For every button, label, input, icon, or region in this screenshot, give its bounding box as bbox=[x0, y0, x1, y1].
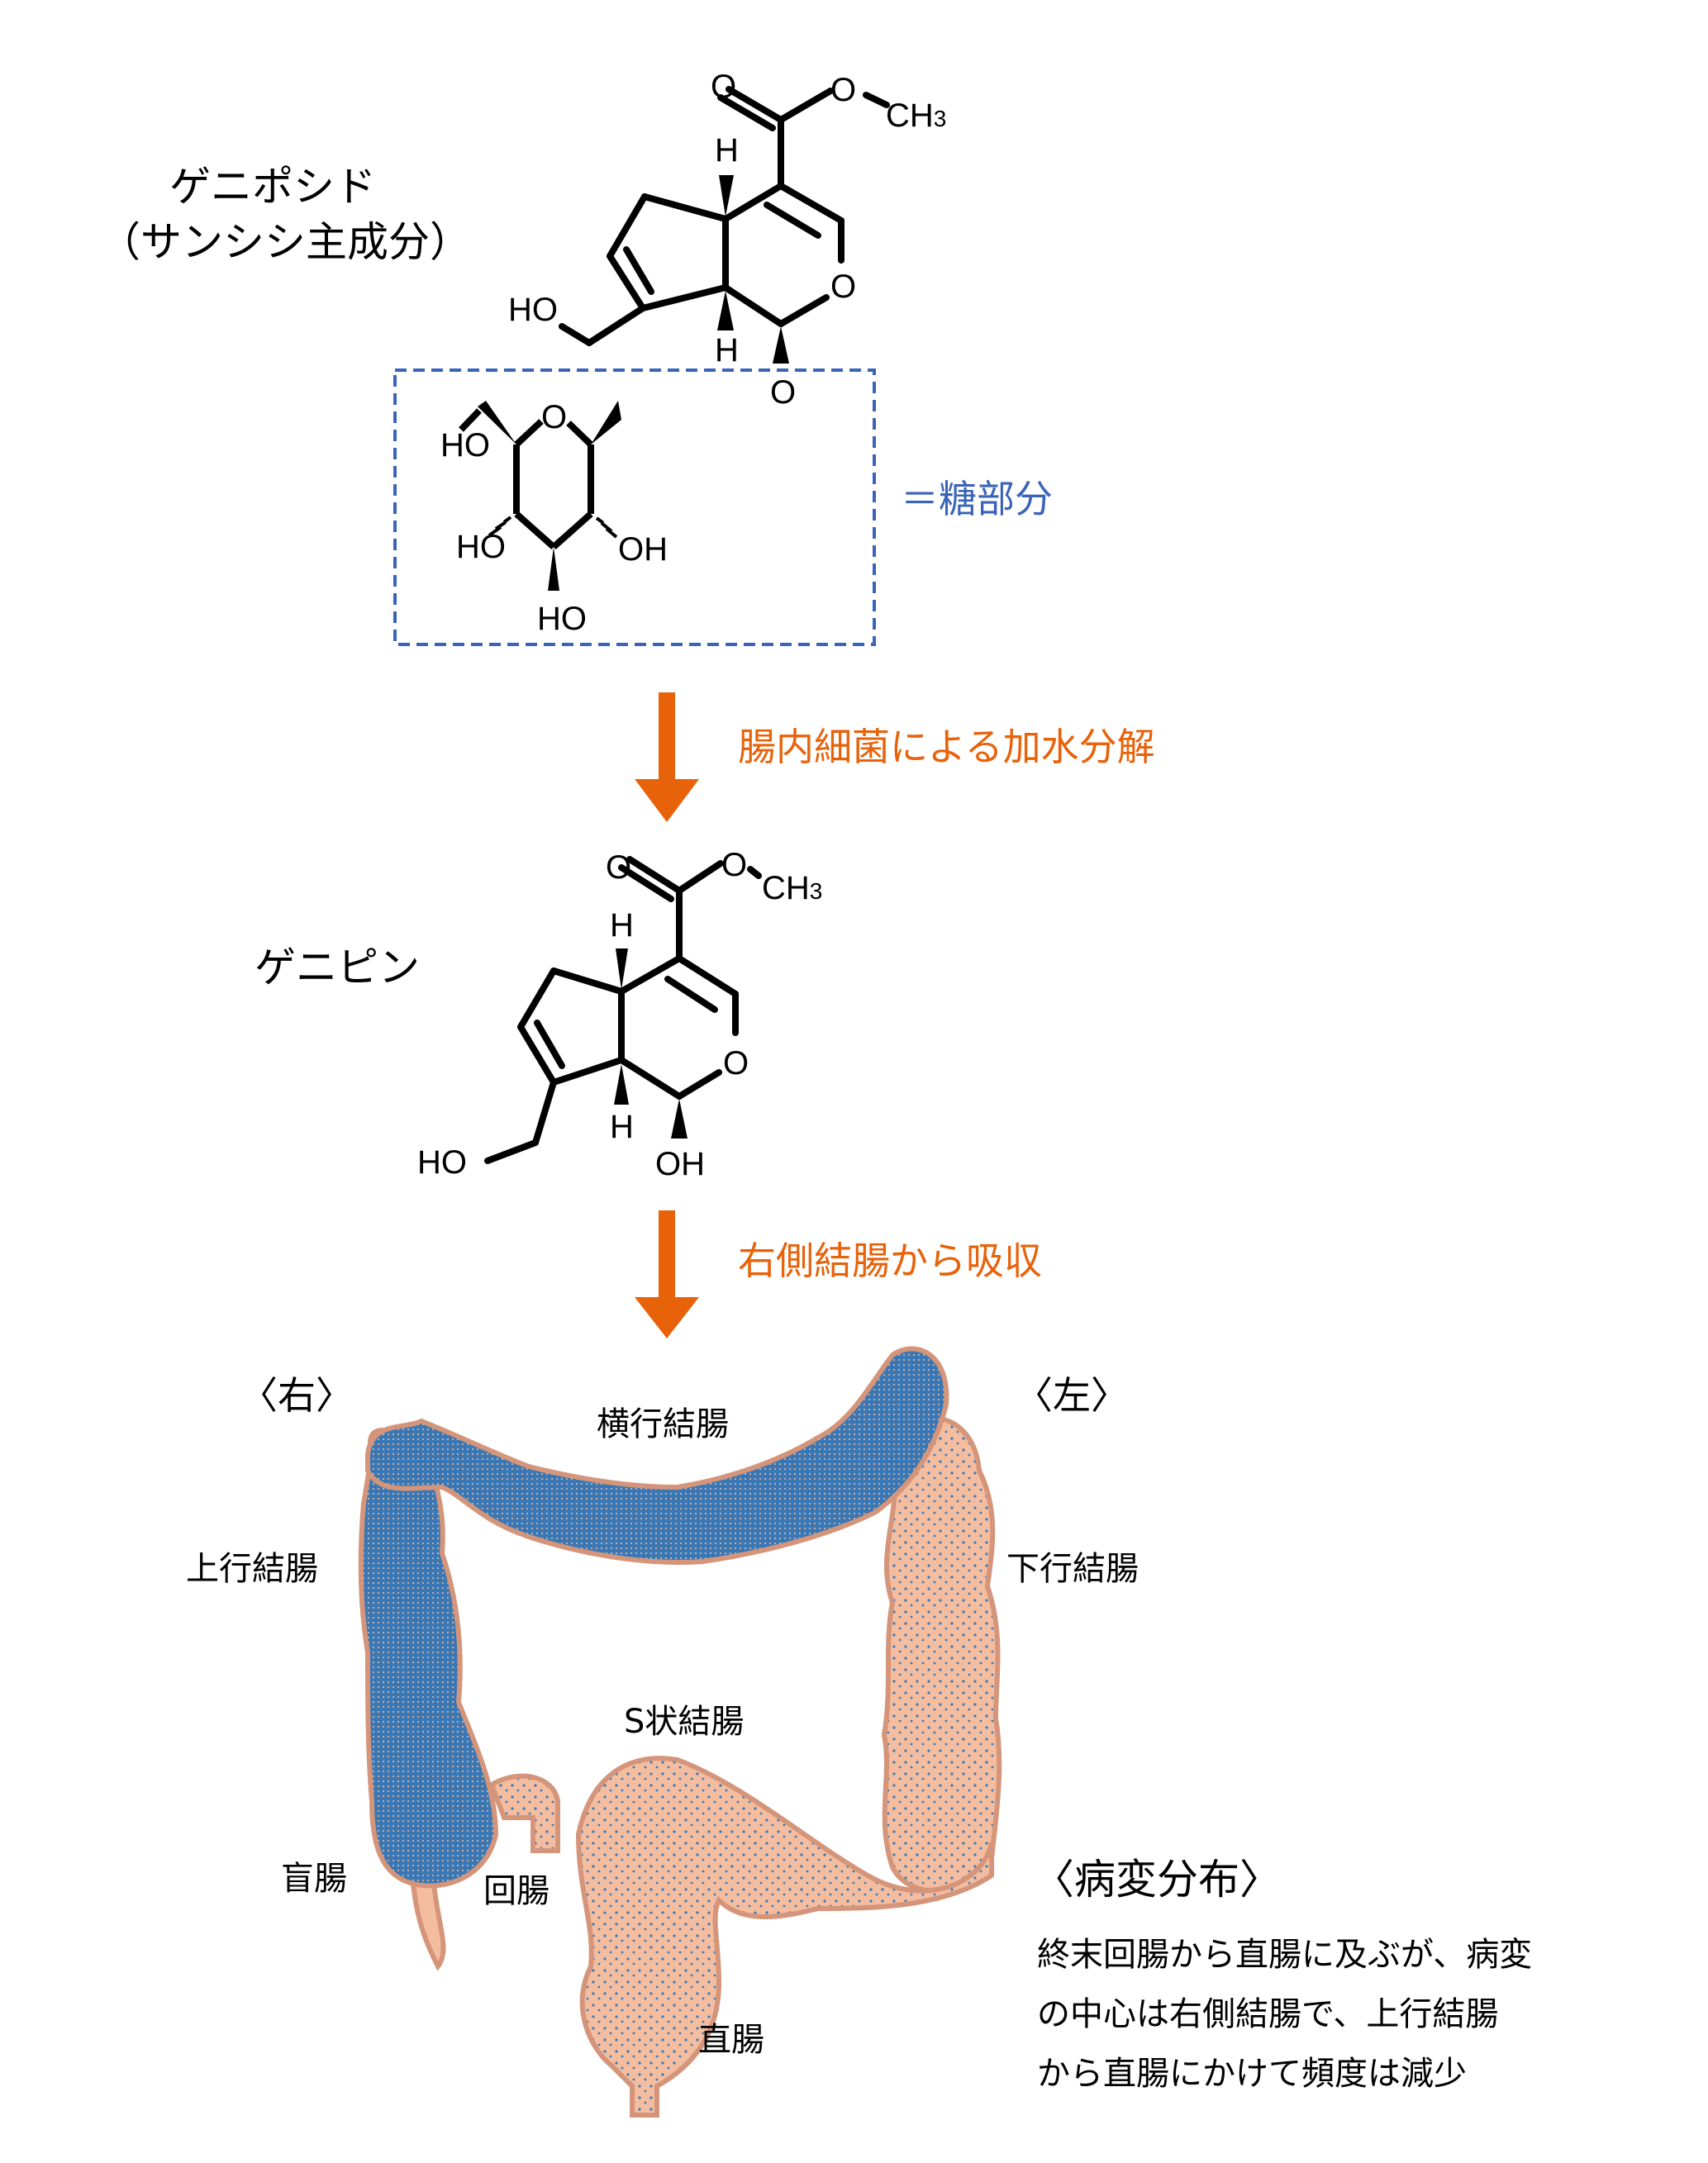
distribution-text: 終末回腸から直腸に及ぶが、病変 の中心は右側結腸で、上行結腸 から直腸にかけて頻… bbox=[1037, 1925, 1532, 2104]
atom-o-carbonyl: O bbox=[711, 69, 736, 105]
sugar-box bbox=[393, 368, 876, 646]
genipin-name: ゲニピン bbox=[255, 944, 420, 991]
descending-colon-label: 下行結腸 bbox=[1006, 1550, 1139, 1588]
geniposide-name: ゲニポシド bbox=[169, 163, 376, 211]
atom-o-ring: O bbox=[830, 269, 856, 305]
appendix bbox=[410, 1881, 446, 1971]
distribution-title: 〈病変分布〉 bbox=[1033, 1856, 1281, 1904]
genipin-atom-h-top: H bbox=[610, 907, 634, 944]
arrow-1-shaft bbox=[659, 692, 675, 779]
atom-o-ester: O bbox=[830, 72, 856, 108]
sugar-atom-oh-right: OH bbox=[618, 531, 668, 568]
genipin-atom-ch3: CH3 bbox=[762, 870, 822, 906]
sugar-atom-o-ring: O bbox=[541, 399, 567, 435]
left-side-label: 〈左〉 bbox=[1015, 1373, 1129, 1418]
ileum-label: 回腸 bbox=[483, 1872, 550, 1910]
arrow-1-head bbox=[635, 779, 699, 822]
atom-h-top: H bbox=[715, 132, 739, 169]
transverse-colon bbox=[365, 1346, 949, 1565]
atom-ch3: CH3 bbox=[886, 97, 946, 134]
atom-h-bottom: H bbox=[715, 332, 739, 368]
genipin-atom-o-carbonyl: O bbox=[606, 849, 631, 886]
step-1-label: 腸内細菌による加水分解 bbox=[738, 725, 1155, 769]
colon-illustration bbox=[358, 1346, 1002, 2118]
ascending-colon-label: 上行結腸 bbox=[186, 1550, 318, 1588]
genipin-atom-o-ester: O bbox=[721, 847, 747, 883]
sugar-atom-ho-ch2: HO bbox=[440, 427, 490, 464]
right-side-label: 〈右〉 bbox=[240, 1373, 354, 1418]
atom-o-glyco: O bbox=[770, 374, 796, 411]
atom-ho: HO bbox=[508, 292, 558, 328]
genipin-atom-oh: OH bbox=[655, 1146, 705, 1182]
sugar-label: ＝糖部分 bbox=[901, 477, 1053, 521]
genipin-atom-ho: HO bbox=[417, 1144, 467, 1181]
transverse-colon-label: 横行結腸 bbox=[597, 1405, 729, 1443]
ileum bbox=[488, 1773, 560, 1853]
cecum-label: 盲腸 bbox=[281, 1860, 347, 1898]
distribution-line: から直腸にかけて頻度は減少 bbox=[1037, 2055, 1467, 2093]
geniposide-subtitle: （サンシシ主成分） bbox=[99, 218, 471, 266]
sigmoid-rectum bbox=[575, 1756, 994, 2118]
distribution-line: 終末回腸から直腸に及ぶが、病変 bbox=[1037, 1936, 1533, 1974]
rectum-label: 直腸 bbox=[698, 2021, 764, 2059]
arrow-2-shaft bbox=[659, 1210, 675, 1297]
distribution-line: の中心は右側結腸で、上行結腸 bbox=[1037, 1995, 1499, 2033]
arrow-2-head bbox=[635, 1297, 699, 1338]
step-2-label: 右側結腸から吸収 bbox=[738, 1238, 1042, 1283]
genipin-atom-o-ring: O bbox=[723, 1045, 749, 1082]
sigmoid-colon-label: S状結腸 bbox=[624, 1703, 745, 1741]
sugar-atom-ho-left: HO bbox=[456, 529, 506, 565]
genipin-atom-h-bottom: H bbox=[610, 1109, 634, 1145]
sugar-atom-ho-bottom: HO bbox=[537, 601, 587, 637]
